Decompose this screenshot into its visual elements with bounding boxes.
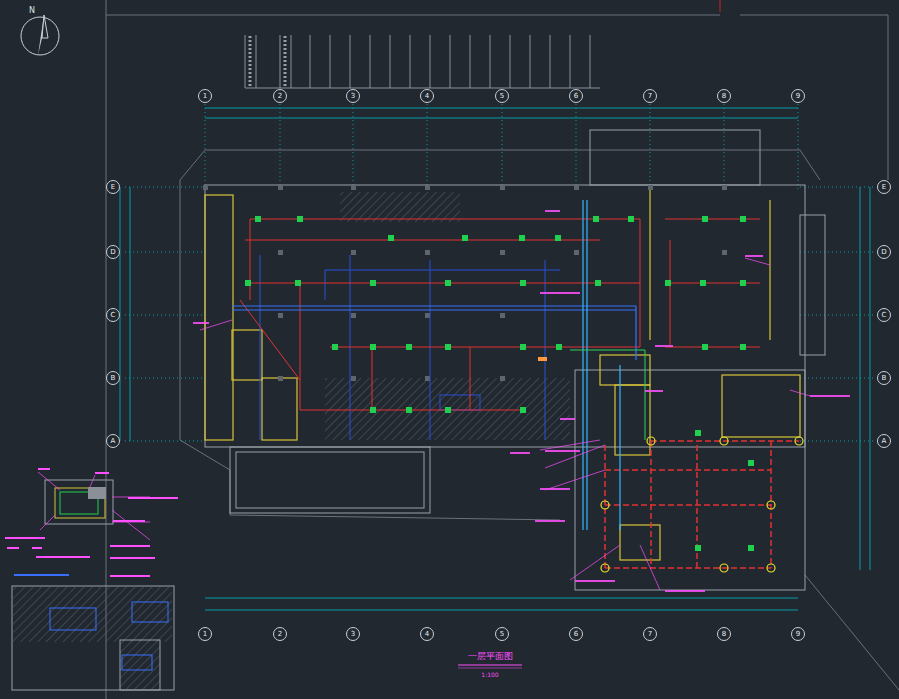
- axis-bubble: E: [877, 180, 891, 194]
- axis-bubble: 3: [346, 627, 360, 641]
- axis-bubble: 9: [791, 627, 805, 641]
- axis-bubble: D: [106, 245, 120, 259]
- axis-bubble: 4: [420, 627, 434, 641]
- axis-bubble: 6: [569, 89, 583, 103]
- axis-bubble: A: [106, 434, 120, 448]
- north-mark: N: [29, 6, 35, 15]
- axis-bubble: 7: [643, 627, 657, 641]
- axis-bubble: 3: [346, 89, 360, 103]
- axis-bubble: 7: [643, 89, 657, 103]
- axis-bubble: 4: [420, 89, 434, 103]
- axis-bubble: B: [877, 371, 891, 385]
- axis-bubble: 8: [717, 627, 731, 641]
- axis-bubble: 5: [495, 627, 509, 641]
- axis-bubble: 1: [198, 627, 212, 641]
- axis-bubble: 2: [273, 627, 287, 641]
- axis-bubble: E: [106, 180, 120, 194]
- scale-note: 1:100: [481, 671, 498, 678]
- axis-bubble: A: [877, 434, 891, 448]
- axis-bubble: C: [106, 308, 120, 322]
- axis-bubble: 6: [569, 627, 583, 641]
- drawing-title: 一层平面图: [468, 650, 513, 663]
- axis-bubble: C: [877, 308, 891, 322]
- axis-bubble: B: [106, 371, 120, 385]
- axis-bubble: 5: [495, 89, 509, 103]
- axis-bubble: 8: [717, 89, 731, 103]
- axis-bubble: 9: [791, 89, 805, 103]
- axis-bubble: D: [877, 245, 891, 259]
- axis-bubble: 2: [273, 89, 287, 103]
- axis-bubble: 1: [198, 89, 212, 103]
